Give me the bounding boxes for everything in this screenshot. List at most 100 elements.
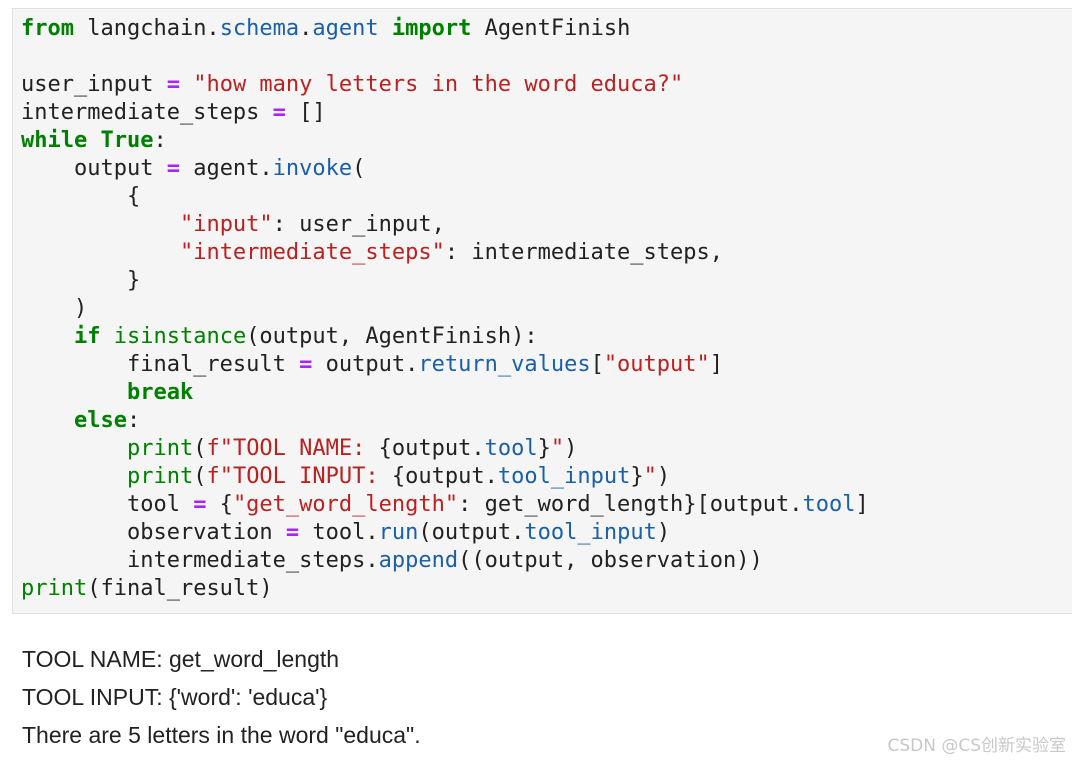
code-token (21, 436, 127, 461)
code-line: else: (21, 407, 869, 435)
code-token: (final_result) (87, 576, 273, 601)
code-token: tool_input (524, 520, 657, 545)
code-token (180, 72, 193, 97)
code-token: ((output, observation)) (458, 548, 763, 573)
code-token: tool_input (497, 464, 631, 489)
cell-output: TOOL NAME: get_word_length TOOL INPUT: {… (22, 640, 421, 754)
output-line-tool-name: TOOL NAME: get_word_length (22, 646, 340, 672)
output-line-tool-input: TOOL INPUT: {'word': 'educa'} (22, 684, 328, 710)
code-token: print (21, 576, 88, 601)
code-line: user_input = "how many letters in the wo… (21, 71, 869, 99)
code-line: ) (21, 295, 869, 323)
code-token: agent. (179, 156, 273, 181)
code-token: if (73, 324, 101, 349)
code-token: "output" (603, 352, 710, 377)
code-token: (output. (418, 520, 525, 545)
code-token: : intermediate_steps, (444, 240, 724, 265)
code-token: append (378, 548, 459, 573)
code-token: {output. (378, 436, 485, 461)
code-line: "intermediate_steps": intermediate_steps… (21, 239, 869, 267)
code-token: intermediate_steps. (21, 548, 379, 573)
code-token: f"TOOL NAME: (206, 436, 379, 461)
code-token: break (126, 380, 194, 405)
code-token: intermediate_steps (21, 100, 273, 125)
code-line: if isinstance(output, AgentFinish): (21, 323, 869, 351)
code-token: ] (709, 352, 724, 377)
code-token: : (126, 408, 141, 433)
code-token: } (630, 464, 644, 489)
code-token: (output, AgentFinish): (246, 324, 538, 349)
code-line: print(final_result) (21, 575, 869, 603)
code-token: invoke (272, 156, 353, 181)
code-token: import (391, 16, 472, 41)
code-line: final_result = output.return_values["out… (21, 351, 869, 379)
code-token (21, 408, 74, 433)
code-token: agent (312, 16, 379, 41)
code-token (379, 16, 392, 41)
code-token: f"TOOL INPUT: (206, 464, 392, 489)
code-line: intermediate_steps = [] (21, 99, 869, 127)
code-token: ( (193, 436, 207, 461)
code-line (21, 43, 869, 71)
code-token (21, 464, 127, 489)
code-token: ) (656, 520, 671, 545)
code-editor[interactable]: from langchain.schema.agent import Agent… (21, 15, 869, 603)
code-token: "get_word_length" (232, 492, 459, 517)
code-token: tool (21, 492, 194, 517)
code-token: ] (855, 492, 869, 517)
code-token: [ (590, 352, 604, 377)
code-token: { (206, 492, 233, 517)
code-token: . (299, 16, 313, 41)
code-token: {output. (391, 464, 498, 489)
code-line: tool = {"get_word_length": get_word_leng… (21, 491, 869, 519)
code-token: tool (802, 492, 856, 517)
code-token: user_input (21, 72, 167, 97)
output-line-result: There are 5 letters in the word "educa". (22, 722, 421, 748)
code-token: True (100, 128, 154, 153)
code-token: output (21, 156, 167, 181)
code-token: final_result (21, 352, 300, 377)
code-token: } (21, 268, 141, 293)
code-token: { (21, 184, 141, 209)
code-token: "how many letters in the word educa?" (193, 72, 684, 97)
code-token: tool (484, 436, 538, 461)
code-token: : user_input, (272, 212, 445, 237)
code-line: "input": user_input, (21, 211, 869, 239)
code-token (21, 324, 74, 349)
watermark: CSDN @CS创新实验室 (887, 736, 1066, 756)
code-line: output = agent.invoke( (21, 155, 869, 183)
code-token: ( (352, 156, 366, 181)
code-token: print (126, 464, 194, 489)
code-token: = (193, 492, 207, 517)
code-token: ) (21, 296, 88, 321)
code-token: langchain. (73, 16, 220, 41)
code-line: } (21, 267, 869, 295)
code-cell[interactable]: from langchain.schema.agent import Agent… (12, 8, 1072, 614)
code-token: ) (656, 464, 671, 489)
code-token: print (126, 436, 194, 461)
code-token: ) (564, 436, 578, 461)
code-token: output. (312, 352, 419, 377)
code-token: tool. (299, 520, 379, 545)
code-token: while (21, 128, 88, 153)
code-token: " (643, 464, 657, 489)
code-line: print(f"TOOL INPUT: {output.tool_input}"… (21, 463, 869, 491)
code-token: schema (219, 16, 300, 41)
code-token: : (153, 128, 167, 153)
code-token: observation (21, 520, 286, 545)
code-token: "input" (179, 212, 273, 237)
code-line: break (21, 379, 869, 407)
code-token: run (378, 520, 419, 545)
code-token: AgentFinish (471, 16, 631, 41)
code-line: while True: (21, 127, 869, 155)
code-token: = (299, 352, 313, 377)
code-token: = (166, 156, 180, 181)
code-line: from langchain.schema.agent import Agent… (21, 15, 869, 43)
code-token: = (166, 72, 180, 97)
code-token: = (272, 100, 286, 125)
code-token: else (73, 408, 127, 433)
code-token (100, 324, 113, 349)
code-line: intermediate_steps.append((output, obser… (21, 547, 869, 575)
code-token: return_values (418, 352, 591, 377)
code-token: " (550, 436, 565, 461)
